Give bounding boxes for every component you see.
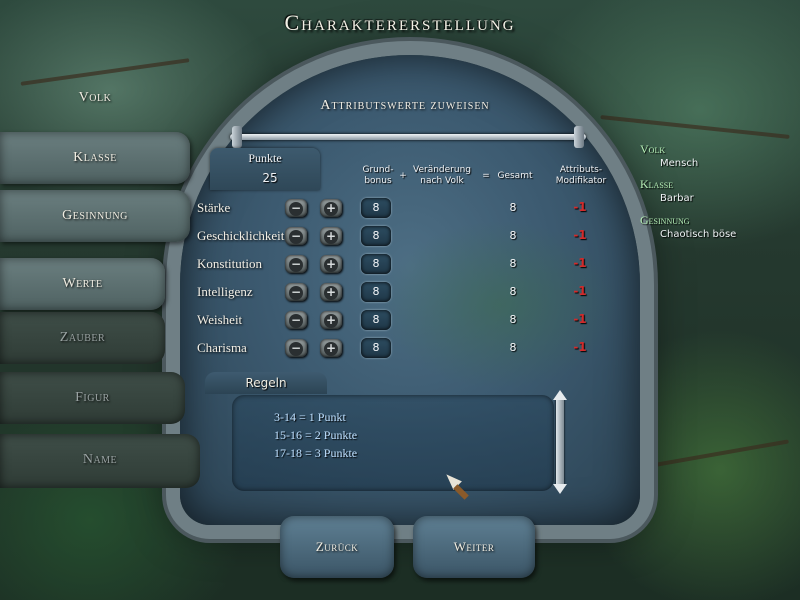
increase-button[interactable]: + — [320, 227, 342, 245]
points-value: 25 — [262, 171, 278, 185]
base-value: 8 — [361, 310, 391, 330]
header-grundbonus: Grund- bonus — [362, 165, 394, 186]
section-subtitle: Attributswerte zuweisen — [320, 98, 490, 113]
rule-line: 17-18 = 3 Punkte — [274, 446, 358, 460]
forest-glow — [380, 220, 620, 390]
base-value: 8 — [361, 198, 391, 218]
decrease-button[interactable]: − — [285, 227, 307, 245]
decrease-button[interactable]: − — [285, 255, 307, 273]
total-value: 8 — [509, 285, 517, 298]
increase-button[interactable]: + — [320, 255, 342, 273]
total-value: 8 — [509, 257, 517, 270]
total-value: 8 — [509, 313, 517, 326]
minus-icon: − — [289, 341, 303, 356]
rules-tab[interactable]: Regeln — [205, 372, 327, 394]
modifier-value: -1 — [573, 256, 587, 270]
rule-line: 15-16 = 2 Punkte — [274, 428, 358, 442]
scroll-up-icon[interactable] — [553, 390, 567, 400]
minus-icon: − — [289, 229, 303, 244]
vine-decoration — [600, 115, 790, 139]
plus-icon: + — [324, 257, 338, 272]
decrease-button[interactable]: − — [285, 311, 307, 329]
back-button[interactable]: Zurück — [280, 516, 394, 578]
menu-item-werte[interactable]: Werte — [0, 258, 165, 310]
menu-item-name[interactable]: Name — [0, 434, 200, 488]
header-plus: + — [399, 171, 407, 181]
rules-box — [232, 395, 554, 491]
base-value: 8 — [361, 282, 391, 302]
header-veraenderung: Veränderung nach Volk — [413, 165, 471, 186]
menu-item-volk[interactable]: Volk — [78, 90, 112, 105]
header-modifikator: Attributs- Modifikator — [555, 165, 607, 186]
rules-scrollbar[interactable] — [556, 396, 564, 488]
divider-cap-right — [574, 126, 584, 148]
next-button[interactable]: Weiter — [413, 516, 535, 578]
minus-icon: − — [289, 313, 303, 328]
modifier-value: -1 — [573, 228, 587, 242]
summary-klasse-label: Klasse — [640, 177, 674, 191]
menu-item-klasse[interactable]: Klasse — [0, 132, 190, 184]
menu-item-gesinnung[interactable]: Gesinnung — [0, 190, 190, 242]
summary-volk-label: Volk — [640, 142, 666, 156]
decrease-button[interactable]: − — [285, 339, 307, 357]
modifier-value: -1 — [573, 200, 587, 214]
increase-button[interactable]: + — [320, 311, 342, 329]
attribute-name: Charisma — [197, 340, 247, 355]
plus-icon: + — [324, 313, 338, 328]
page-title: Charaktererstellung — [284, 10, 516, 35]
summary-klasse-value: Barbar — [660, 193, 694, 204]
minus-icon: − — [289, 201, 303, 216]
points-label: Punkte — [248, 151, 282, 165]
increase-button[interactable]: + — [320, 283, 342, 301]
attribute-name: Weisheit — [197, 312, 243, 327]
base-value: 8 — [361, 226, 391, 246]
increase-button[interactable]: + — [320, 339, 342, 357]
total-value: 8 — [509, 229, 517, 242]
minus-icon: − — [289, 285, 303, 300]
plus-icon: + — [324, 201, 338, 216]
modifier-value: -1 — [573, 284, 587, 298]
points-tab — [210, 148, 320, 190]
summary-gesinnung-label: Gesinnung — [640, 213, 690, 227]
divider-cap-left — [232, 126, 242, 148]
decrease-button[interactable]: − — [285, 283, 307, 301]
base-value: 8 — [361, 254, 391, 274]
menu-item-zauber[interactable]: Zauber — [0, 312, 165, 364]
rule-line: 3-14 = 1 Punkt — [274, 410, 346, 424]
summary-gesinnung-value: Chaotisch böse — [660, 229, 737, 240]
attribute-name: Geschicklichkeit — [197, 228, 285, 243]
plus-icon: + — [324, 229, 338, 244]
divider-bar — [230, 134, 586, 140]
modifier-value: -1 — [573, 340, 587, 354]
total-value: 8 — [509, 341, 517, 354]
attribute-name: Stärke — [197, 200, 231, 215]
plus-icon: + — [324, 285, 338, 300]
header-gesamt: Gesamt — [497, 171, 533, 181]
attribute-name: Intelligenz — [197, 284, 253, 299]
menu-item-figur[interactable]: Figur — [0, 372, 185, 424]
minus-icon: − — [289, 257, 303, 272]
plus-icon: + — [324, 341, 338, 356]
increase-button[interactable]: + — [320, 199, 342, 217]
decrease-button[interactable]: − — [285, 199, 307, 217]
attribute-name: Konstitution — [197, 256, 263, 271]
summary-volk-value: Mensch — [660, 158, 699, 169]
header-equals: = — [482, 171, 490, 181]
scroll-down-icon[interactable] — [553, 484, 567, 494]
base-value: 8 — [361, 338, 391, 358]
total-value: 8 — [509, 201, 517, 214]
modifier-value: -1 — [573, 312, 587, 326]
